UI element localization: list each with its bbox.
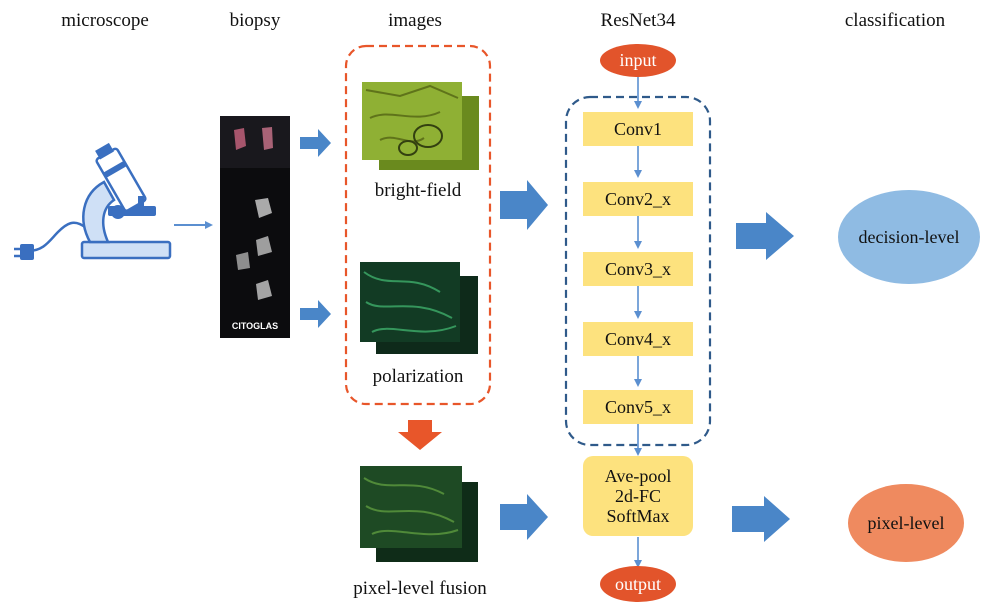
layer-conv2-x: Conv2_x [583, 182, 693, 216]
arrow-fusion-to-resnet [500, 494, 548, 540]
head-softmax: SoftMax [606, 506, 670, 526]
layer-conv1: Conv1 [583, 112, 693, 146]
arrow-biopsy-to-polarization [300, 300, 331, 328]
pixel-level-node: pixel-level [848, 484, 964, 562]
layer-conv3-x: Conv3_x [583, 252, 693, 286]
arrow-images-to-fusion [398, 420, 442, 450]
bright-field-label: bright-field [374, 180, 462, 201]
column-title-microscope: microscope [61, 10, 149, 31]
pixel-level-fusion-label: pixel-level fusion [353, 578, 487, 599]
biopsy-slide [220, 116, 290, 338]
arrow-to-pixel-level [732, 496, 790, 542]
microscope-icon [14, 142, 172, 260]
output-node: output [600, 566, 676, 602]
polarization-label: polarization [372, 366, 464, 387]
layer-conv4-x: Conv4_x [583, 322, 693, 356]
arrow-images-to-resnet [500, 180, 548, 230]
input-node: input [600, 44, 676, 77]
layer-conv5-x: Conv5_x [583, 390, 693, 424]
column-title-images: images [388, 10, 442, 31]
pixel-level-fusion-image [360, 466, 478, 562]
resnet-dashed-frame [564, 95, 712, 447]
column-title-resnet: ResNet34 [600, 10, 676, 31]
arrow-biopsy-to-bright-field [300, 129, 331, 157]
head-ave-pool: Ave-pool [604, 466, 672, 486]
polarization-image [360, 262, 478, 354]
column-title-biopsy: biopsy [229, 10, 281, 31]
classifier-head: Ave-pool 2d-FC SoftMax [583, 456, 693, 536]
column-title-classification: classification [844, 10, 946, 31]
bright-field-image [362, 82, 479, 170]
decision-level-node: decision-level [838, 190, 980, 284]
arrow-to-decision-level [736, 212, 794, 260]
head-2d-fc: 2d-FC [614, 486, 661, 506]
images-dashed-frame [344, 44, 492, 406]
slide-label: CITOGLAS [231, 321, 279, 331]
